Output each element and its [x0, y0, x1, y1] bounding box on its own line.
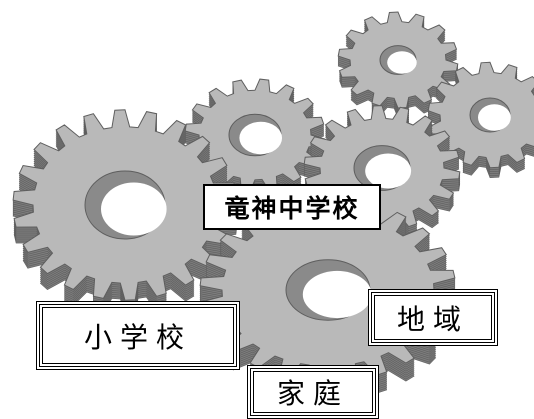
label-home-text: 家庭 [276, 377, 349, 410]
gear-right-hole [478, 104, 511, 131]
gear-middle-back-hole [239, 121, 283, 155]
gear-left-large-hole [101, 182, 167, 236]
gear-top-right [337, 11, 459, 119]
label-ryujin-junior-high: 竜神中学校 [203, 184, 381, 230]
label-home: 家庭 [247, 365, 379, 419]
label-elementary-school-text: 小学校 [83, 320, 192, 354]
gear-bottom-front-hole [302, 270, 372, 319]
gear-center-right-hole [365, 153, 412, 189]
label-community: 地域 [368, 289, 498, 346]
label-ryujin-junior-high-text: 竜神中学校 [224, 194, 360, 223]
label-community-text: 地域 [396, 302, 469, 336]
gear-left-large [12, 109, 238, 317]
gear-top-right-hole [387, 51, 417, 74]
label-elementary-school: 小学校 [36, 301, 240, 370]
